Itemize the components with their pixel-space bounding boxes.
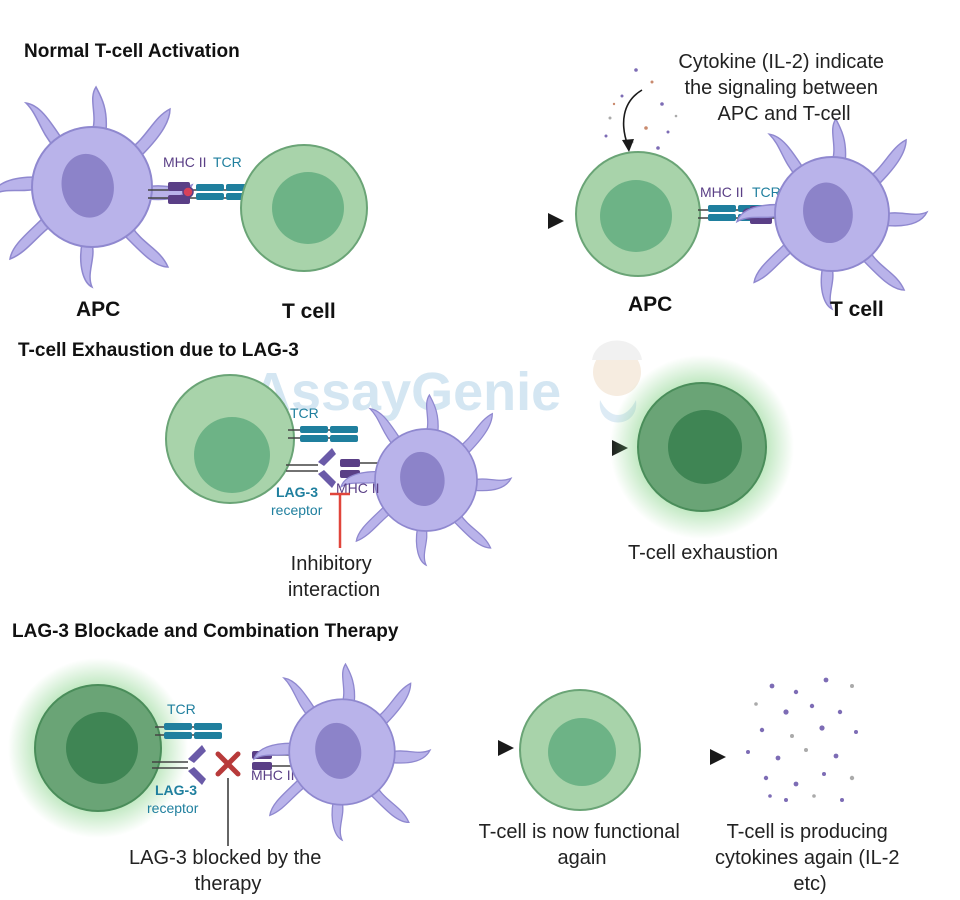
receptor-label: receptor [271,502,323,518]
exhausted-t-cell [610,355,794,539]
functional-note: T-cell is now functional again [479,821,686,869]
blocked-note: LAG-3 blocked by the therapy [129,847,327,895]
mhc-label-2: MHC II [336,480,380,496]
tcr-label: TCR [213,154,242,170]
cytokine-note: Cytokine (IL-2) indicate the signaling b… [678,51,889,125]
cytokine-arrow [622,89,643,147]
arrow-blockade-2-head [710,749,726,765]
result-apc-label: APC [628,293,672,316]
section-title-exhaustion: T-cell Exhaustion due to LAG-3 [18,340,299,361]
apc-cell [0,86,193,288]
result-tcell-label: T cell [830,298,884,321]
cytokine-arrow-head [622,139,634,152]
result-mhc-label: MHC II [700,184,744,200]
t-cell [240,144,368,272]
inhibitory-bar [330,492,350,548]
genie-mascot-icon [592,340,642,423]
exhausted-t-cell-blockade [8,658,188,838]
producing-note: T-cell is producing cytokines again (IL-… [715,821,905,895]
receptor-label-2: receptor [147,800,199,816]
mhc-label: MHC II [163,154,207,170]
watermark-logo: AssayGenie [252,362,561,422]
result-tcr-label: TCR [752,184,781,200]
exhaustion-result-label: T-cell exhaustion [628,542,778,564]
apc-cell-blockade [253,663,431,841]
tcr-complex-blockade [155,723,222,739]
tcr-label-2: TCR [290,405,319,421]
arrow-blockade-1-head [498,740,514,756]
t-cell-exhaustion-left [165,374,295,504]
lag3-receptor [286,448,336,488]
result-apc-cell [736,118,928,310]
arrow-activation-head [548,213,564,229]
mhc-tcr-complex [148,182,256,204]
functional-t-cell [519,689,641,811]
lag3-label-2: LAG-3 [155,782,197,798]
tcr-label-3: TCR [167,701,196,717]
tcell-label: T cell [282,300,336,323]
cytokine-dots-top [604,68,678,150]
lag3-label: LAG-3 [276,484,318,500]
tcr-complex-exhaustion [288,426,358,442]
inhibitory-note: Inhibitory interaction [288,553,380,601]
result-t-cell [575,151,701,277]
section-title-blockade: LAG-3 Blockade and Combination Therapy [12,621,399,642]
apc-label: APC [76,298,120,321]
lag3-receptor-blockade [152,745,206,785]
mhc-label-3: MHC II [251,767,295,783]
cytokine-dots-bottom [746,677,858,802]
section-title-normal: Normal T-cell Activation [24,41,240,62]
block-x-icon [215,751,241,777]
